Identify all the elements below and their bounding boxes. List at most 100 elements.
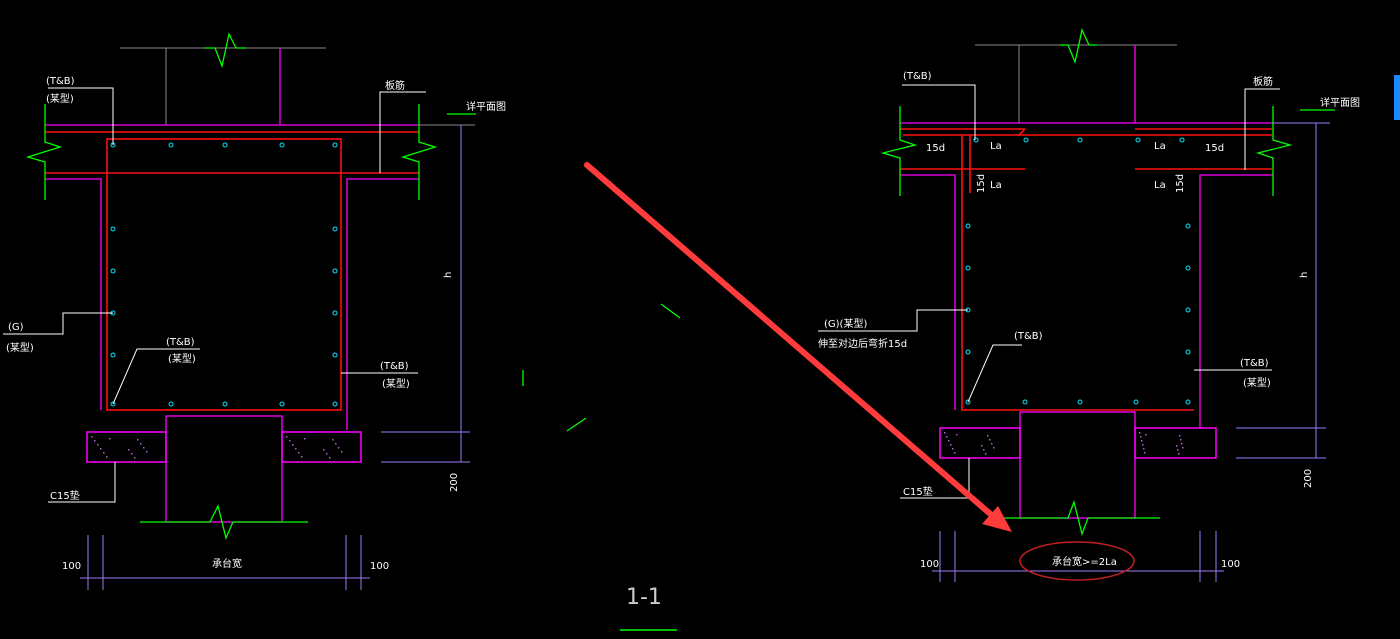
label-tb-right-sub: (某型): [382, 377, 410, 390]
label-g: (G)(某型): [824, 317, 867, 330]
hatch-speck: [1143, 448, 1145, 450]
red-annotation-arrow: [584, 162, 1012, 532]
label-15d: 15d: [926, 143, 945, 154]
dim-right: 100: [370, 561, 389, 572]
stirrup: [106, 138, 342, 411]
right-section: (T&B) 板筋 详平面图 15d La La 15d La La 15d 15…: [818, 27, 1360, 582]
hatch-speck: [1176, 445, 1178, 447]
hatch-speck: [981, 445, 983, 447]
label-cushion: C15垫: [50, 489, 80, 502]
hatch-speck: [946, 436, 948, 438]
hatch-speck: [987, 435, 989, 437]
hatch-speck: [948, 440, 950, 442]
label-15d: 15d: [1175, 174, 1186, 193]
hatch-speck: [952, 448, 954, 450]
hatch-speck: [989, 439, 991, 441]
hatch-speck: [1180, 439, 1182, 441]
left-section: (T&B) (某型) 板筋 详平面图 (G) (某型) (T&B) (某型) (…: [3, 32, 506, 590]
label-la: La: [990, 141, 1002, 152]
hatch-speck: [1139, 432, 1141, 434]
hatch-speck: [301, 456, 303, 458]
hatch-speck: [983, 449, 985, 451]
dim-left: 100: [62, 561, 81, 572]
hatch-speck: [332, 439, 334, 441]
label-level-ref: 详平面图: [1320, 96, 1360, 109]
scrollbar[interactable]: [1394, 75, 1400, 120]
label-tb-right: (T&B): [380, 361, 409, 372]
label-height: h: [1299, 272, 1310, 278]
hatch-speck: [329, 457, 331, 459]
hatch-speck: [106, 456, 108, 458]
width-label: 承台宽>=2La: [1052, 555, 1117, 568]
hatch-speck: [326, 453, 328, 455]
hatch-speck: [954, 452, 956, 454]
hatch-speck: [137, 439, 139, 441]
cushion-pad: [281, 431, 362, 463]
label-slab-bar: 板筋: [1253, 75, 1273, 88]
hatch-speck: [338, 447, 340, 449]
hatch-speck: [304, 438, 306, 440]
hatch-speck: [341, 451, 343, 453]
hatch-speck: [985, 453, 987, 455]
label-slab-bar: 板筋: [385, 79, 405, 92]
hatch-speck: [131, 453, 133, 455]
dim-left: 100: [920, 559, 939, 570]
hatch-speck: [128, 449, 130, 451]
hatch-speck: [323, 449, 325, 451]
hatch-speck: [1145, 434, 1147, 436]
label-tb-bottom-sub: (某型): [168, 352, 196, 365]
rebar-dots: [965, 137, 1191, 405]
hatch-speck: [91, 436, 93, 438]
hatch-speck: [134, 457, 136, 459]
rebar-dots: [110, 142, 338, 407]
hatch-speck: [1179, 435, 1181, 437]
label-g-sub: (某型): [6, 341, 34, 354]
section-title: 1-1: [626, 585, 662, 610]
label-la: La: [990, 180, 1002, 191]
hatch-speck: [956, 434, 958, 436]
hatch-speck: [1178, 453, 1180, 455]
label-level-ref: 详平面图: [466, 100, 506, 113]
hatch-speck: [1181, 443, 1183, 445]
hatch-speck: [295, 448, 297, 450]
label-pad-thickness: 200: [1303, 469, 1314, 488]
hatch-speck: [109, 438, 111, 440]
hatch-speck: [289, 440, 291, 442]
hatch-speck: [950, 444, 952, 446]
hatch-speck: [1140, 436, 1142, 438]
hatch-speck: [944, 432, 946, 434]
cursor-markers: [522, 303, 681, 432]
hatch-speck: [94, 440, 96, 442]
break-symbol: [205, 32, 246, 69]
label-g: (G): [8, 322, 24, 333]
label-tb-bottom: (T&B): [1014, 331, 1043, 342]
hatch-speck: [993, 447, 995, 449]
label-tb-top: (T&B): [46, 76, 75, 87]
label-la: La: [1154, 180, 1166, 191]
hatch-speck: [143, 447, 145, 449]
hatch-speck: [140, 443, 142, 445]
label-tb-right-sub: (某型): [1243, 376, 1271, 389]
hatch-speck: [1177, 449, 1179, 451]
hatch-speck: [1144, 452, 1146, 454]
label-15d: 15d: [976, 174, 987, 193]
label-la: La: [1154, 141, 1166, 152]
hatch-speck: [1182, 447, 1184, 449]
hatch-speck: [1141, 440, 1143, 442]
highlight-ellipse: [1019, 541, 1135, 581]
label-tb-bottom: (T&B): [166, 337, 195, 348]
label-tb-top-sub: (某型): [46, 92, 74, 105]
hatch-speck: [991, 443, 993, 445]
label-15d: 15d: [1205, 143, 1224, 154]
pile: [165, 415, 283, 523]
label-tb-right: (T&B): [1240, 358, 1269, 369]
hatch-speck: [103, 452, 105, 454]
dim-right: 100: [1221, 559, 1240, 570]
hatch-speck: [286, 436, 288, 438]
label-tb-top: (T&B): [903, 71, 932, 82]
hatch-speck: [100, 448, 102, 450]
hatch-speck: [146, 451, 148, 453]
cushion-pad: [86, 431, 167, 463]
label-cushion: C15垫: [903, 485, 933, 498]
